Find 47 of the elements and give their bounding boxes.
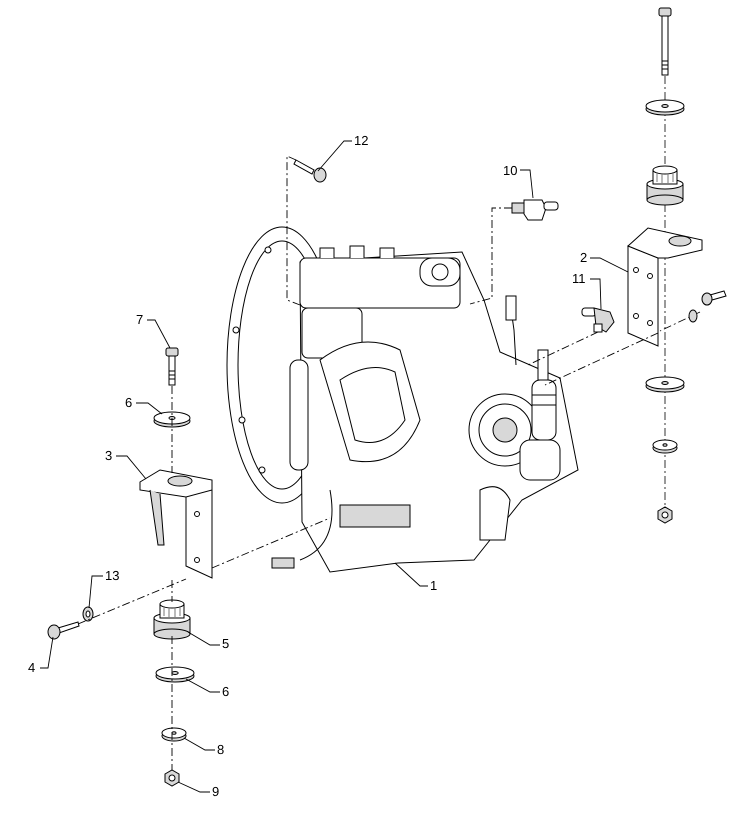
callout-number: 2: [580, 250, 588, 265]
washer-drawing: [156, 666, 194, 682]
leader-line: [178, 782, 210, 792]
callout-number: 13: [105, 568, 120, 583]
leader-line: [116, 456, 146, 480]
mounting-bracket-drawing: [140, 469, 212, 579]
leader-line: [146, 320, 170, 348]
callout-number: 11: [572, 271, 586, 286]
callout-number: 7: [136, 312, 144, 327]
callout-number: 10: [503, 163, 518, 178]
leader-line: [394, 562, 428, 586]
leader-line: [318, 140, 352, 172]
callout-number: 8: [217, 742, 224, 757]
callout-number: 12: [354, 133, 368, 148]
leader-line: [186, 678, 220, 692]
leader-line: [188, 632, 220, 646]
assembly-centerline: [286, 155, 300, 306]
leader-line: [40, 636, 54, 668]
washer-drawing: [162, 728, 186, 742]
assembly-centerline: [212, 518, 330, 568]
leader-line: [88, 576, 104, 608]
assembly-centerline: [470, 208, 512, 304]
elbow-fitting-drawing: [512, 200, 558, 220]
leader-line: [520, 170, 534, 198]
washer-drawing: [82, 606, 94, 622]
callout-number: 4: [28, 660, 36, 675]
bolt-drawing: [166, 348, 178, 386]
bolt-drawing: [293, 159, 326, 182]
leader-line: [590, 258, 628, 272]
washer-drawing: [154, 412, 190, 428]
angle-fitting-drawing: [582, 307, 615, 333]
leader-line: [590, 278, 602, 310]
bolt-drawing: [48, 621, 80, 640]
callout-number: 6: [125, 395, 132, 410]
callout-number: 1: [430, 578, 438, 593]
callout-number: 5: [222, 636, 230, 651]
assembly-centerline: [544, 332, 658, 386]
callout-number: 6: [222, 684, 230, 699]
assembly-centerline: [78, 578, 186, 624]
callout-number: 3: [105, 448, 112, 463]
callout-number: 9: [212, 784, 220, 799]
leader-line: [136, 402, 162, 414]
mounting-bracket-drawing: [627, 227, 702, 347]
nut-drawing: [164, 769, 180, 787]
assembly-centerline: [528, 332, 598, 366]
leader-line: [184, 738, 216, 750]
rubber-mount-drawing: [154, 600, 190, 640]
